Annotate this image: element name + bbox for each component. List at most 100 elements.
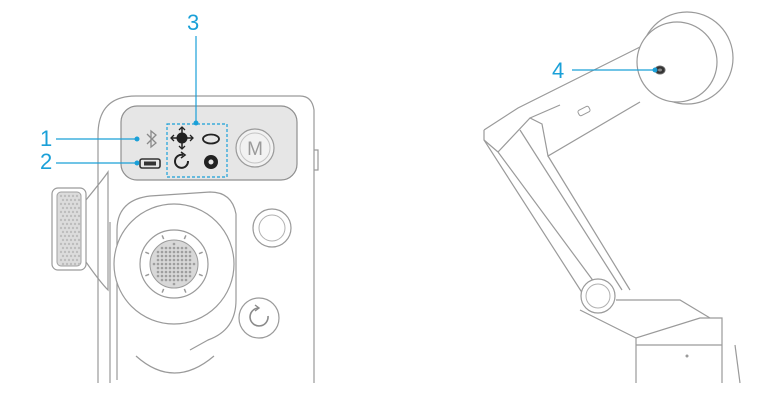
joystick-grip-dot xyxy=(156,262,160,266)
joystick-grip-dot xyxy=(172,254,176,258)
joystick-grip-dot xyxy=(168,274,172,278)
joystick-grip-dot xyxy=(164,274,168,278)
joystick-grip-dot xyxy=(188,250,192,254)
shutter-button[interactable] xyxy=(252,208,292,248)
knurl-dot xyxy=(61,262,65,266)
joystick-grip-dot xyxy=(156,266,160,270)
svg-text:4: 4 xyxy=(552,58,564,83)
joystick-grip-dot xyxy=(172,242,176,246)
joystick-grip-dot xyxy=(176,266,180,270)
status-led xyxy=(654,65,666,75)
knurl-dot xyxy=(69,238,73,242)
joystick-grip-dot xyxy=(176,274,180,278)
knurl-dot xyxy=(69,222,73,226)
knurl-dot xyxy=(67,242,71,246)
joystick-grip-dot xyxy=(172,274,176,278)
joystick-grip-dot xyxy=(160,266,164,270)
knurl-dot xyxy=(75,226,79,230)
joystick-grip-dot xyxy=(164,270,168,274)
joystick-grip-dot xyxy=(160,258,164,262)
m-button[interactable]: M xyxy=(235,128,275,168)
knurl-dot xyxy=(63,202,67,206)
joystick-grip-dot xyxy=(160,274,164,278)
knurl-dot xyxy=(59,194,63,198)
knurl-dot xyxy=(71,226,75,230)
knurl-dot xyxy=(59,226,63,230)
knurl-dot xyxy=(59,258,63,262)
tilt-lock-icon xyxy=(202,133,220,145)
joystick-grip-dot xyxy=(184,266,188,270)
joystick-grip-dot xyxy=(184,258,188,262)
joystick-grip-dot xyxy=(168,246,172,250)
knurl-dot xyxy=(65,238,69,242)
joystick-grip-dot xyxy=(172,250,176,254)
joystick-grip-dot xyxy=(188,266,192,270)
knurl-dot xyxy=(59,234,63,238)
knurl-dot xyxy=(63,194,67,198)
knurl-dot xyxy=(73,262,77,266)
joystick-grip-dot xyxy=(156,250,160,254)
knurl-dot xyxy=(77,214,81,218)
joystick-grip-dot xyxy=(176,278,180,282)
joystick-grip-dot xyxy=(160,270,164,274)
joystick-grip-dot xyxy=(168,278,172,282)
joystick-grip-dot xyxy=(160,262,164,266)
joystick[interactable] xyxy=(113,203,235,325)
knurl-dot xyxy=(73,254,77,258)
joystick-grip-dot xyxy=(164,258,168,262)
knurl-dot xyxy=(59,218,63,222)
zoom-wheel[interactable] xyxy=(51,170,109,292)
knurl-dot xyxy=(63,210,67,214)
joystick-grip-dot xyxy=(188,254,192,258)
switch-button[interactable] xyxy=(238,297,280,339)
joystick-tick xyxy=(145,273,150,277)
knurl-dot xyxy=(73,246,77,250)
svg-text:2: 2 xyxy=(40,149,52,174)
knurl-dot xyxy=(75,218,79,222)
knurl-dot xyxy=(63,250,67,254)
joystick-grip-dot xyxy=(156,258,160,262)
knurl-dot xyxy=(73,214,77,218)
knurl-dot xyxy=(71,210,75,214)
joystick-grip-dot xyxy=(184,254,188,258)
joystick-grip-dot xyxy=(164,266,168,270)
knurl-dot xyxy=(59,250,63,254)
knurl-dot xyxy=(63,258,67,262)
joystick-grip-dot xyxy=(164,278,168,282)
joystick-grip-dot xyxy=(164,254,168,258)
joystick-grip-dot xyxy=(180,274,184,278)
knurl-dot xyxy=(63,234,67,238)
joystick-grip-dot xyxy=(184,250,188,254)
gimbal-arm-side-view xyxy=(483,11,741,384)
knurl-dot xyxy=(63,226,67,230)
knurl-dot xyxy=(65,262,69,266)
knurl-dot xyxy=(67,202,71,206)
knurl-dot xyxy=(65,206,69,210)
joystick-grip-dot xyxy=(172,246,176,250)
knurl-dot xyxy=(67,234,71,238)
svg-text:3: 3 xyxy=(187,10,199,35)
knurl-dot xyxy=(67,194,71,198)
joystick-grip-dot xyxy=(176,270,180,274)
knurl-dot xyxy=(75,194,79,198)
knurl-dot xyxy=(73,238,77,242)
joystick-grip-dot xyxy=(172,270,176,274)
joystick-grip-dot xyxy=(164,262,168,266)
joystick-grip-dot xyxy=(176,250,180,254)
joystick-grip-dot xyxy=(176,246,180,250)
joystick-grip-dot xyxy=(180,250,184,254)
joystick-grip-dot xyxy=(156,274,160,278)
knurl-dot xyxy=(63,218,67,222)
joystick-grip-dot xyxy=(180,278,184,282)
joystick-grip-dot xyxy=(160,246,164,250)
joystick-grip-dot xyxy=(156,270,160,274)
joystick-grip-dot xyxy=(168,270,172,274)
knurl-dot xyxy=(69,198,73,202)
joystick-grip-dot xyxy=(180,246,184,250)
knurl-dot xyxy=(71,258,75,262)
joystick-grip-dot xyxy=(152,262,156,266)
joystick-tick xyxy=(145,251,150,255)
joystick-grip-dot xyxy=(180,266,184,270)
joystick-grip-dot xyxy=(160,278,164,282)
